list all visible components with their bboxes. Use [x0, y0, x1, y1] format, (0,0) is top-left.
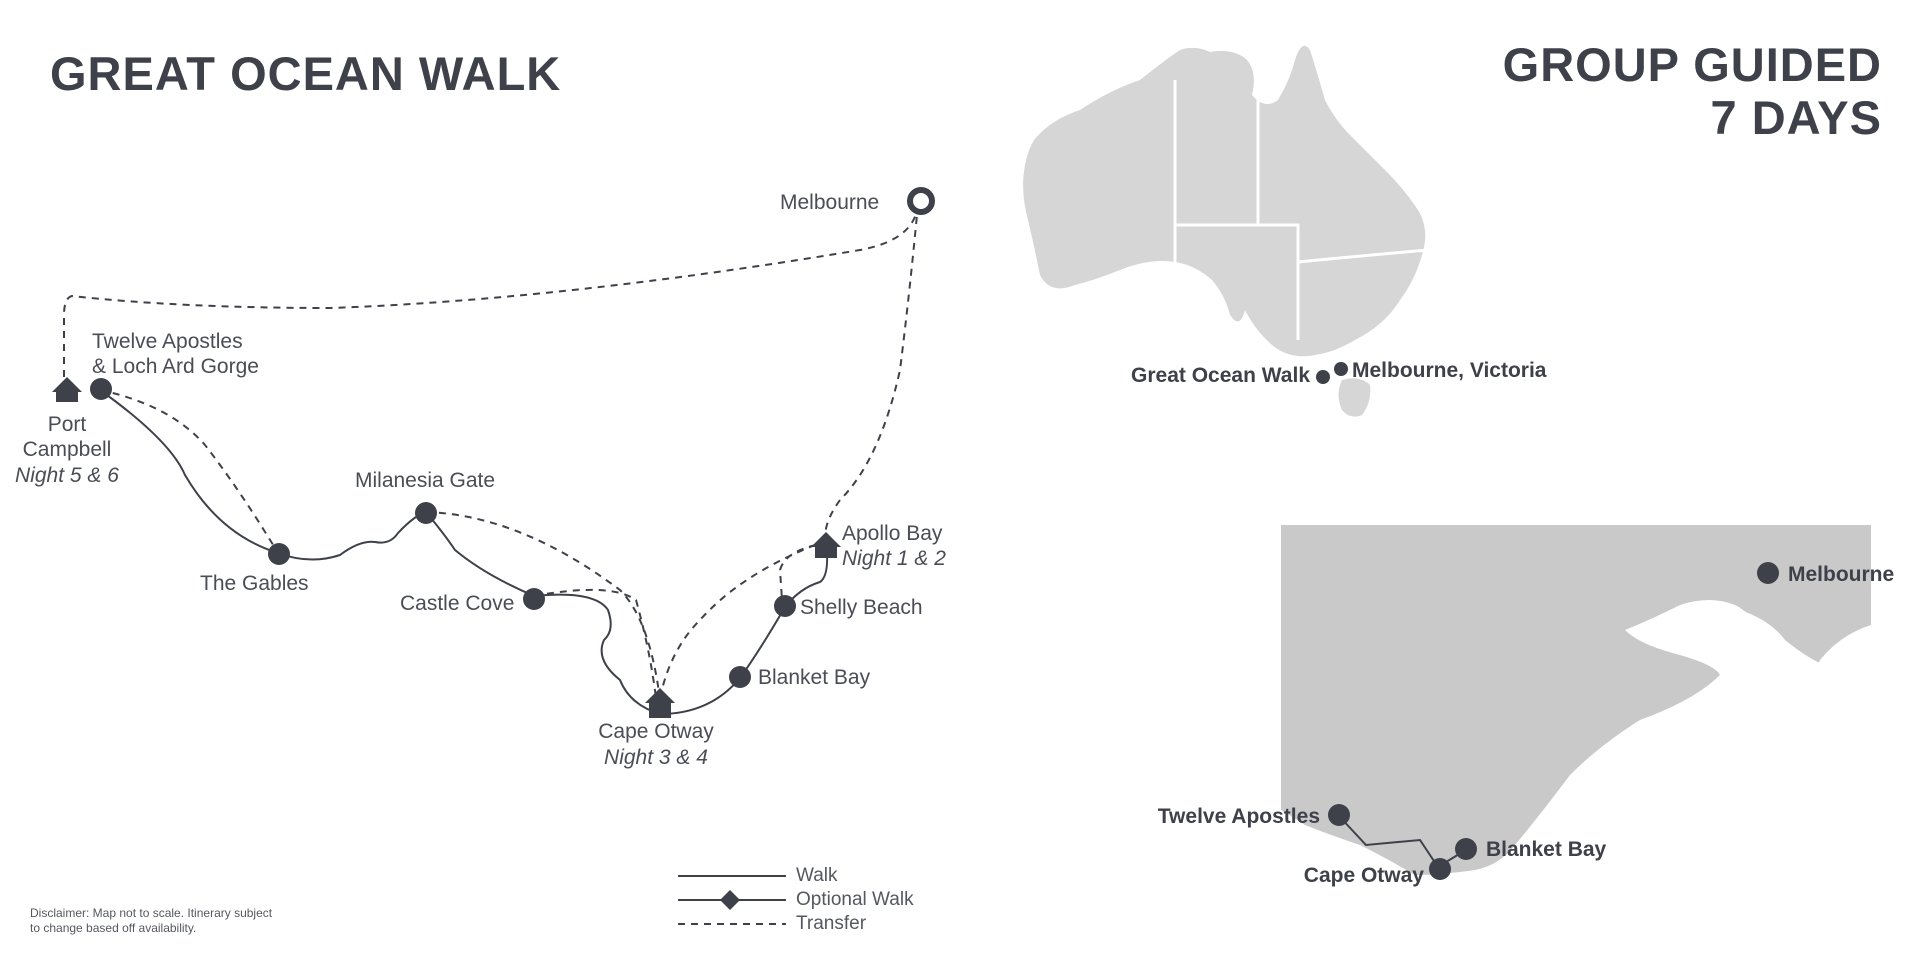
milanesia-gate-label: Milanesia Gate — [355, 469, 495, 492]
port-phillip-bay-water — [1680, 610, 1825, 727]
shelly-beach-marker — [774, 595, 796, 617]
tour-type-line-1: GROUP GUIDED — [1502, 38, 1882, 91]
cape-otway-house-icon — [645, 688, 675, 718]
blanket-bay-marker — [729, 666, 751, 688]
legend-optional-walk-label: Optional Walk — [796, 889, 914, 910]
port-campbell-nights: Night 5 & 6 — [15, 464, 119, 487]
blanket-bay-label: Blanket Bay — [758, 666, 871, 689]
twelve-apostles-label-2: & Loch Ard Gorge — [92, 355, 259, 378]
tour-duration: 7 DAYS — [1710, 91, 1882, 144]
regional-melbourne-marker — [1757, 562, 1779, 584]
transfer-melbourne-apollo-bay — [824, 203, 919, 543]
transfer-milanesia-cape-otway — [425, 511, 661, 701]
disclaimer-line-2: to change based off availability. — [30, 921, 197, 935]
australia-mainland — [1023, 45, 1426, 357]
milanesia-gate-marker — [415, 502, 437, 524]
apollo-bay-house-icon — [811, 532, 841, 558]
disclaimer-line-1: Disclaimer: Map not to scale. Itinerary … — [30, 906, 273, 920]
transfer-melbourne-port-campbell — [63, 203, 919, 382]
route-map: Melbourne Twelve Apostles & Loch Ard Gor… — [15, 187, 946, 769]
regional-cape-otway-label: Cape Otway — [1304, 864, 1425, 887]
legend-transfer-label: Transfer — [796, 913, 867, 934]
regional-melbourne-label: Melbourne — [1788, 563, 1894, 586]
regional-twelve-apostles-label: Twelve Apostles — [1158, 805, 1320, 828]
walk-route — [99, 389, 829, 716]
transfer-dashed-line-icon — [678, 923, 786, 925]
regional-map: Melbourne Twelve Apostles Cape Otway Bla… — [1158, 525, 1894, 887]
great-ocean-walk-label: Great Ocean Walk — [1131, 364, 1310, 387]
twelve-apostles-marker — [90, 378, 112, 400]
legend-walk-label: Walk — [796, 865, 838, 886]
melbourne-marker — [907, 187, 935, 215]
page-title: GREAT OCEAN WALK — [50, 47, 562, 100]
legend: Walk Optional Walk Transfer — [678, 864, 914, 936]
regional-cape-otway-marker — [1429, 858, 1451, 880]
the-gables-label: The Gables — [200, 572, 309, 595]
legend-walk: Walk — [678, 864, 914, 888]
shelly-beach-label: Shelly Beach — [800, 596, 923, 619]
optional-walk-diamond-icon — [678, 890, 786, 910]
disclaimer: Disclaimer: Map not to scale. Itinerary … — [30, 906, 330, 936]
transfer-castle-cove-cape-otway — [533, 588, 657, 699]
apollo-bay-label: Apollo Bay — [842, 522, 943, 545]
legend-optional-walk: Optional Walk — [678, 888, 914, 912]
melbourne-victoria-label: Melbourne, Victoria — [1352, 359, 1547, 382]
melbourne-label: Melbourne — [780, 191, 879, 214]
tasmania — [1338, 378, 1371, 417]
australia-map: Great Ocean Walk Melbourne, Victoria — [1023, 45, 1547, 417]
transfer-apollo-bay-shelly-beach — [778, 544, 817, 601]
transfer-cape-otway-apollo-bay — [659, 544, 816, 699]
transfer-twelve-apostles-gables — [99, 389, 279, 554]
great-ocean-walk-dot — [1316, 370, 1330, 384]
regional-land — [1281, 525, 1871, 875]
regional-twelve-apostles-marker — [1328, 804, 1350, 826]
port-campbell-label-2: Campbell — [23, 438, 112, 461]
legend-transfer: Transfer — [678, 912, 914, 936]
regional-blanket-bay-label: Blanket Bay — [1486, 838, 1607, 861]
tour-type-title: GROUP GUIDED 7 DAYS — [1503, 38, 1882, 144]
castle-cove-marker — [523, 588, 545, 610]
regional-blanket-bay-marker — [1455, 838, 1477, 860]
melbourne-victoria-dot — [1334, 362, 1348, 376]
port-campbell-label-1: Port — [48, 413, 87, 436]
cape-otway-nights: Night 3 & 4 — [604, 746, 708, 769]
port-campbell-house-icon — [52, 377, 82, 402]
apollo-bay-nights: Night 1 & 2 — [842, 547, 946, 570]
walk-line-icon — [678, 875, 786, 877]
cape-otway-label: Cape Otway — [598, 720, 714, 743]
the-gables-marker — [268, 543, 290, 565]
castle-cove-label: Castle Cove — [400, 592, 514, 615]
state-borders — [1173, 80, 1429, 340]
twelve-apostles-label-1: Twelve Apostles — [92, 330, 243, 353]
